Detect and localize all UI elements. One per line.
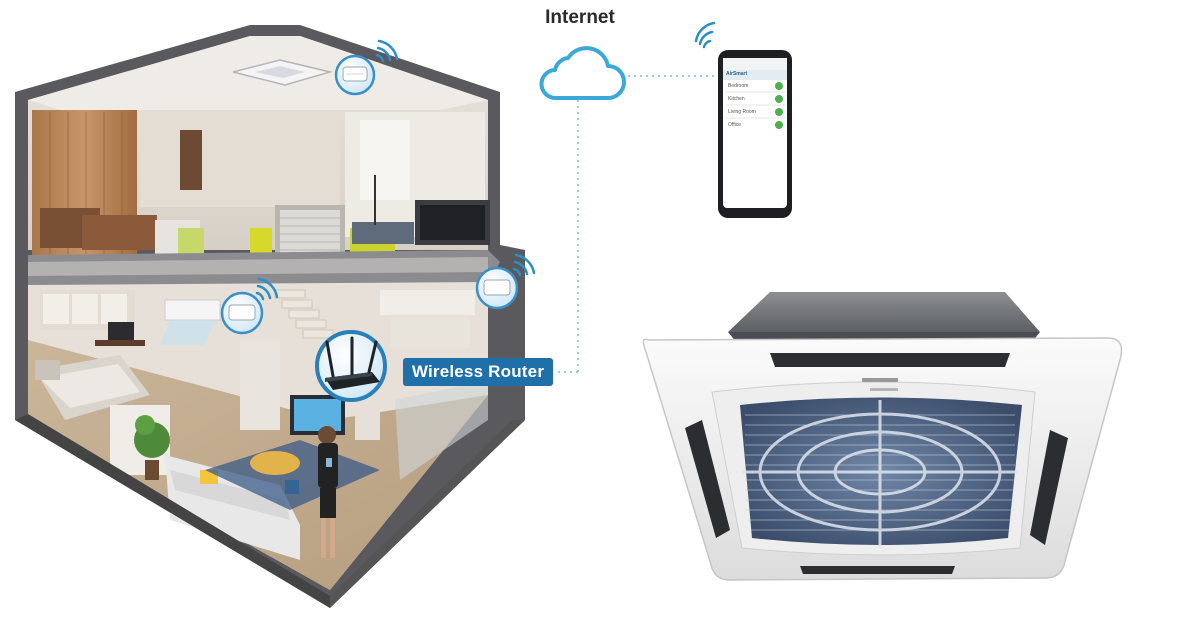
- cloud-icon: [539, 46, 626, 101]
- yellow-chair: [250, 228, 272, 256]
- ceiling-cassette-small: [232, 59, 333, 86]
- smartphone: [718, 50, 792, 218]
- connection-lines: [558, 75, 716, 373]
- internet-label: Internet: [545, 7, 615, 28]
- ceiling-cassette-ac: [642, 292, 1123, 581]
- air-purifier-unit: [220, 291, 264, 335]
- phone-device-row[interactable]: Office: [728, 122, 741, 128]
- wifi-icon: [694, 21, 716, 49]
- air-purifier-unit: [475, 266, 519, 310]
- phone-app-title: AirSmart: [726, 71, 748, 77]
- wifi-icon: [512, 253, 536, 277]
- door: [180, 130, 202, 190]
- phone-device-row[interactable]: Bedroom: [728, 83, 749, 89]
- phone-device-row[interactable]: Kitchen: [728, 96, 745, 102]
- wifi-icon: [255, 277, 279, 301]
- wifi-icon: [375, 39, 399, 63]
- wireless-router-label: Wireless Router: [403, 358, 553, 386]
- wireless-router: [315, 330, 387, 402]
- air-purifier-unit: [334, 54, 376, 96]
- house-cutaway: [15, 25, 525, 608]
- phone-device-row[interactable]: Living Room: [728, 109, 756, 115]
